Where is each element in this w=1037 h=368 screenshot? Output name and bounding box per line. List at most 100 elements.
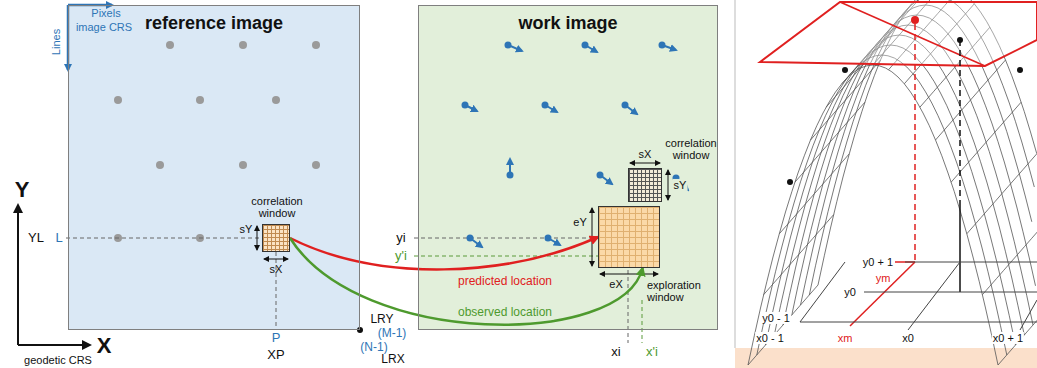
drawing-circle bbox=[272, 96, 280, 104]
drawing-line bbox=[735, 0, 736, 348]
drawing-circle bbox=[156, 161, 164, 169]
diagram-label: geodetic CRS bbox=[24, 354, 92, 366]
drawing-circle bbox=[911, 16, 919, 24]
drawing-circle bbox=[842, 67, 848, 73]
location-arrow bbox=[290, 238, 643, 325]
diagram-label: y0 - 1 bbox=[761, 312, 791, 324]
drawing-line bbox=[548, 238, 560, 245]
drawing-line bbox=[630, 163, 660, 164]
drawing-rect bbox=[418, 5, 718, 330]
diagram-label: (M-1) bbox=[378, 327, 407, 340]
drawing-line bbox=[545, 105, 557, 112]
drawing-circle bbox=[196, 96, 204, 104]
window-box: exploration window bbox=[598, 206, 660, 268]
diagram-label: Lines bbox=[50, 29, 62, 55]
drawing-polyline bbox=[998, 285, 1037, 365]
drawing-circle bbox=[1017, 67, 1023, 73]
diagram-label: XP bbox=[267, 348, 284, 362]
drawing-line bbox=[864, 292, 1037, 293]
drawing-line bbox=[264, 259, 288, 260]
drawing-polygon bbox=[760, 2, 1037, 66]
drawing-line bbox=[628, 270, 629, 343]
diagram-label: eY bbox=[572, 216, 587, 228]
window-label: correlation window bbox=[659, 137, 723, 161]
drawing-line bbox=[1020, 300, 1037, 330]
drawing-g bbox=[114, 41, 320, 242]
drawing-circle bbox=[357, 327, 363, 333]
drawing-g bbox=[748, 0, 1037, 365]
drawing-polyline bbox=[757, 55, 1007, 355]
drawing-line bbox=[509, 159, 511, 175]
diagram-label: y0 bbox=[843, 286, 857, 298]
image-panel: reference imagecorrelation window bbox=[68, 5, 360, 330]
diagram-label: x0 bbox=[901, 332, 915, 344]
drawing-line bbox=[800, 262, 845, 322]
drawing-line bbox=[914, 24, 916, 262]
diagram-label: YL bbox=[28, 231, 44, 245]
diagram-label: L bbox=[55, 231, 62, 245]
drawing-circle bbox=[312, 161, 320, 169]
diagram-label: LRX bbox=[381, 353, 404, 366]
diagram-label: sX bbox=[638, 148, 653, 160]
drawing-line bbox=[18, 344, 90, 346]
diagram-label: xi bbox=[611, 345, 620, 359]
drawing-g bbox=[787, 37, 1023, 185]
drawing-line bbox=[470, 238, 482, 247]
diagram-label: sX bbox=[270, 263, 283, 275]
location-arrow bbox=[290, 237, 598, 269]
diagram-label: ym bbox=[875, 272, 892, 284]
edge-label: predicted location bbox=[456, 275, 554, 288]
drawing-line bbox=[508, 45, 522, 51]
drawing-circle bbox=[957, 37, 963, 43]
window-label: correlation window bbox=[242, 195, 312, 219]
diagram-label: x0 + 1 bbox=[992, 332, 1024, 344]
drawing-circle bbox=[239, 161, 247, 169]
diagram-label: yi bbox=[396, 231, 405, 245]
window-box: correlation window bbox=[628, 168, 662, 202]
drawing-circle bbox=[239, 41, 247, 49]
drawing-circle bbox=[312, 41, 320, 49]
drawing-line bbox=[66, 238, 262, 239]
drawing-rect bbox=[68, 5, 360, 330]
diagram-label: x'i bbox=[646, 345, 658, 359]
drawing-line bbox=[905, 262, 1037, 263]
drawing-line bbox=[592, 208, 593, 266]
drawing-line bbox=[959, 205, 961, 292]
diagram-label: sY bbox=[240, 223, 253, 235]
panel-title: work image bbox=[419, 14, 717, 34]
diagram-label: x0 - 1 bbox=[755, 332, 785, 344]
drawing-rect bbox=[735, 348, 1037, 368]
drawing-line bbox=[600, 175, 612, 184]
drawing-line bbox=[17, 205, 19, 345]
drawing-g bbox=[800, 262, 1037, 330]
drawing-polyline bbox=[766, 45, 1016, 345]
drawing-line bbox=[642, 300, 643, 343]
drawing-line bbox=[850, 262, 915, 326]
drawing-line bbox=[625, 105, 637, 114]
diagram-label: X bbox=[97, 334, 112, 358]
drawing-line bbox=[908, 262, 960, 330]
diagram-label: y0 + 1 bbox=[862, 256, 894, 268]
diagram-label: xm bbox=[837, 332, 854, 344]
window-label: exploration window bbox=[647, 279, 717, 303]
drawing-polyline bbox=[774, 35, 1024, 335]
drawing-line bbox=[800, 322, 1037, 323]
edge-label: observed location bbox=[456, 306, 554, 319]
diagram-label: Y bbox=[15, 178, 30, 202]
diagram-label: image CRS bbox=[76, 21, 132, 33]
diagram-label: eX bbox=[608, 278, 623, 290]
diagram-label: y'i bbox=[395, 249, 407, 263]
drawing-polyline bbox=[783, 25, 1033, 325]
drawing-line bbox=[600, 274, 658, 275]
diagram-label: P bbox=[272, 331, 281, 345]
drawing-line bbox=[257, 226, 258, 250]
drawing-circle bbox=[787, 179, 793, 185]
drawing-line bbox=[959, 40, 961, 205]
drawing-circle bbox=[166, 41, 174, 49]
drawing-line bbox=[414, 256, 598, 257]
diagram-label: sY bbox=[673, 179, 688, 191]
drawing-line bbox=[840, 2, 985, 66]
drawing-line bbox=[668, 170, 669, 200]
drawing-line bbox=[465, 105, 477, 111]
diagram-label: LRY bbox=[370, 313, 393, 326]
